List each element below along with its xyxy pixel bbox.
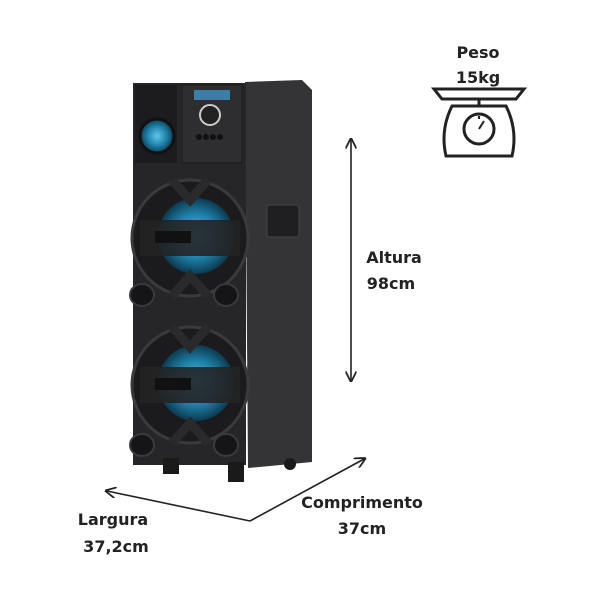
display-panel	[194, 90, 230, 100]
length-arrow	[249, 459, 364, 522]
width-arrow	[107, 491, 251, 522]
height-value: 98cm	[366, 274, 416, 293]
length-label: Comprimento	[301, 493, 423, 512]
width-value: 37,2cm	[83, 537, 149, 556]
weight-value: 15kg	[455, 68, 501, 87]
weight-label: Peso	[456, 43, 500, 62]
height-label: Altura	[366, 248, 422, 267]
width-label: Largura	[77, 510, 149, 529]
dimension-arrows	[107, 140, 364, 522]
speaker-image	[129, 80, 312, 482]
woofer-bottom	[130, 323, 250, 447]
weighing-scale-icon	[430, 87, 528, 158]
woofer-top	[130, 176, 250, 300]
length-value: 37cm	[337, 519, 387, 538]
side-handle	[266, 204, 300, 238]
